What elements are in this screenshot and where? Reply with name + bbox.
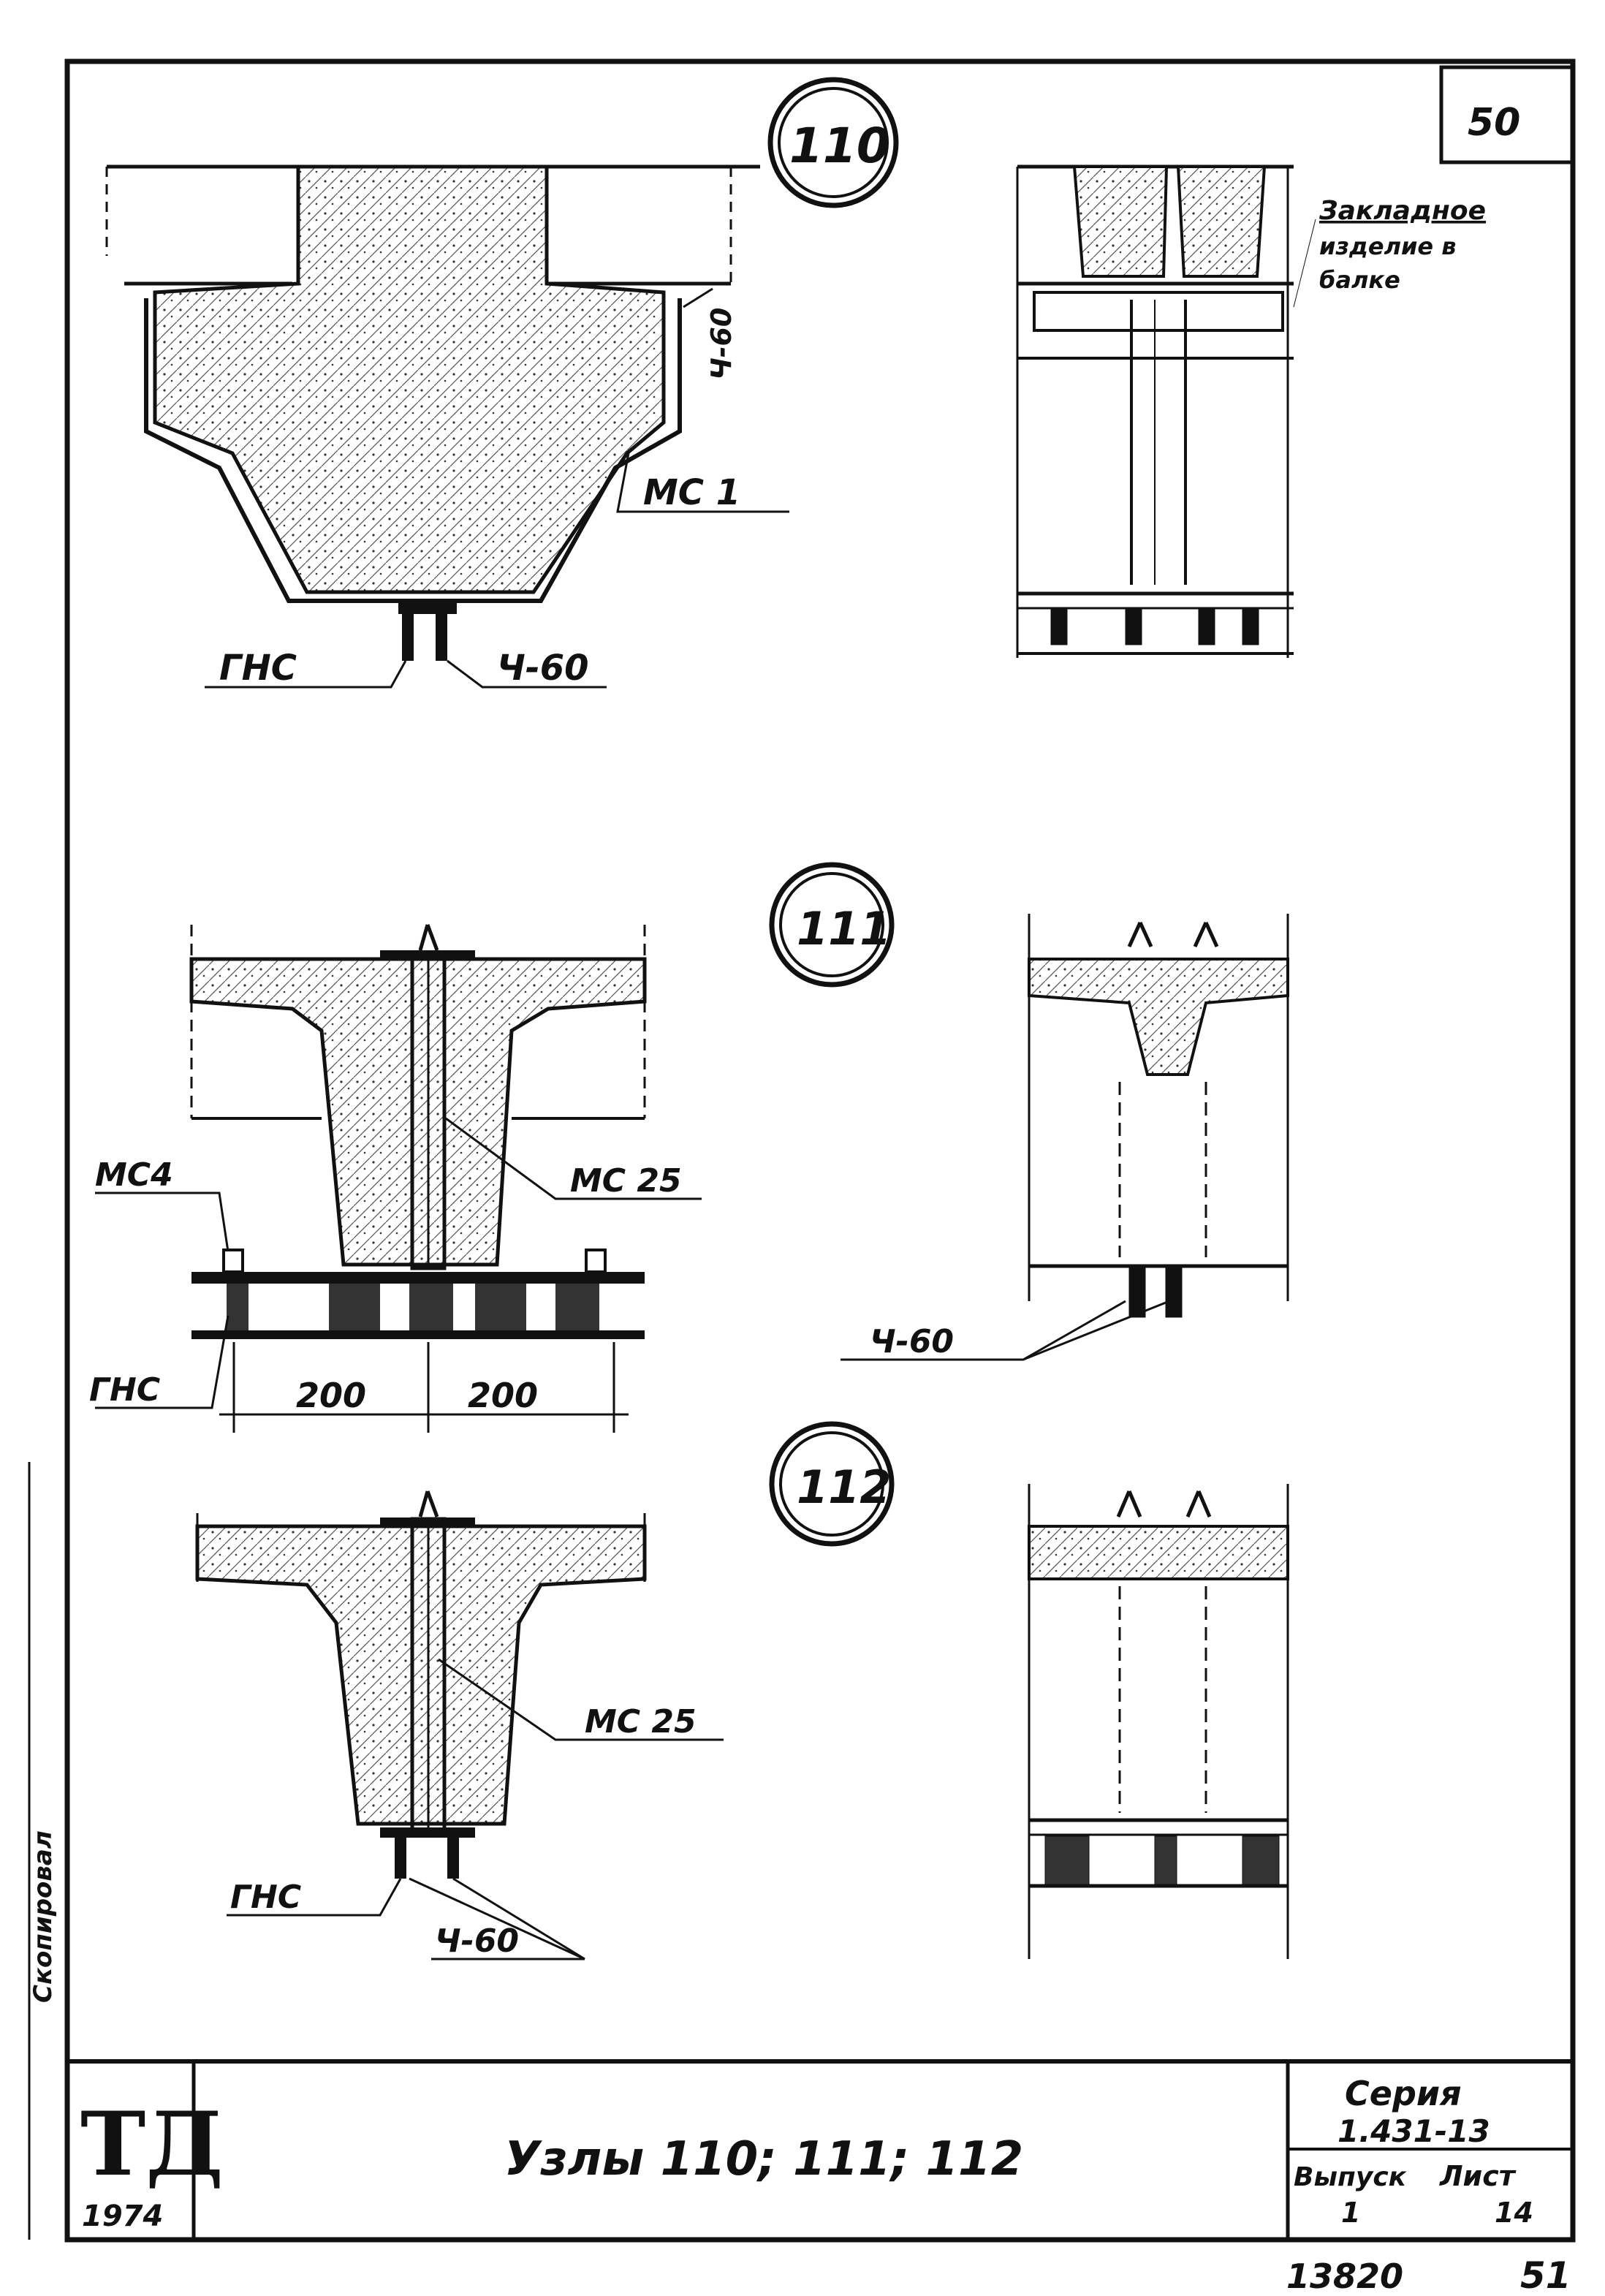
node-110-side-view <box>1016 164 1316 658</box>
node-111-marker: 111 <box>797 902 891 955</box>
node-111-dimension-line <box>219 1342 629 1433</box>
node-112-section: 112 <box>195 1421 895 1879</box>
bottom-archive-number: 13820 <box>1286 2257 1403 2296</box>
bottom-page-number: 51 <box>1520 2254 1571 2296</box>
node-110-leaders <box>205 287 789 689</box>
series-label: Серия <box>1345 2074 1462 2113</box>
node-112-weld-label: Ч-60 <box>435 1922 519 1960</box>
series-value: 1.431-13 <box>1338 2113 1490 2149</box>
node-110-weld-side-label: Ч-60 <box>705 308 737 380</box>
node-111-side-view <box>1028 914 1289 1318</box>
issue-value: 1 <box>1341 2197 1360 2229</box>
title-block <box>67 2059 1573 2240</box>
node-112-marker: 112 <box>797 1460 891 1514</box>
node-111-dim-left: 200 <box>296 1376 366 1415</box>
node-111-section: 111 <box>189 862 895 1339</box>
drawing-title: Узлы 110; 111; 112 <box>504 2132 1023 2186</box>
node-110-nut-label: ГНС <box>219 648 297 689</box>
issue-label: Выпуск <box>1294 2162 1408 2192</box>
node-110-embedded-part-line3: балке <box>1319 266 1400 294</box>
node-112-side-view <box>1028 1484 1289 1959</box>
sheet-number: 50 <box>1468 101 1520 145</box>
node-111-weld-label: Ч-60 <box>870 1323 954 1360</box>
node-111-mesh-center-label: МС 25 <box>570 1162 682 1200</box>
node-111-nut-label: ГНС <box>89 1371 160 1409</box>
sheet-frame <box>64 58 1576 2243</box>
sheet-value: 14 <box>1495 2197 1533 2229</box>
node-110-mesh-label: МС 1 <box>643 472 740 513</box>
year-label: 1974 <box>82 2200 163 2233</box>
node-110-marker: 110 <box>789 118 890 174</box>
node-110-section: 110 <box>105 77 899 661</box>
node-112-leaders <box>227 1658 724 1960</box>
node-111-mesh-left-label: МС4 <box>95 1156 173 1194</box>
node-110-embedded-part-line1: Закладное <box>1318 196 1486 226</box>
node-112-mesh-center-label: МС 25 <box>585 1703 697 1740</box>
node-110-embedded-part-line2: изделие в <box>1319 232 1457 260</box>
vertical-stamp: Скопировал <box>29 1830 58 2003</box>
node-112-nut-label: ГНС <box>230 1879 301 1916</box>
sheet-label: Лист <box>1439 2160 1517 2192</box>
td-logo: ТД <box>80 2093 224 2196</box>
node-111-dim-right: 200 <box>468 1376 538 1415</box>
node-110-weld-bottom-label: Ч-60 <box>497 648 589 689</box>
